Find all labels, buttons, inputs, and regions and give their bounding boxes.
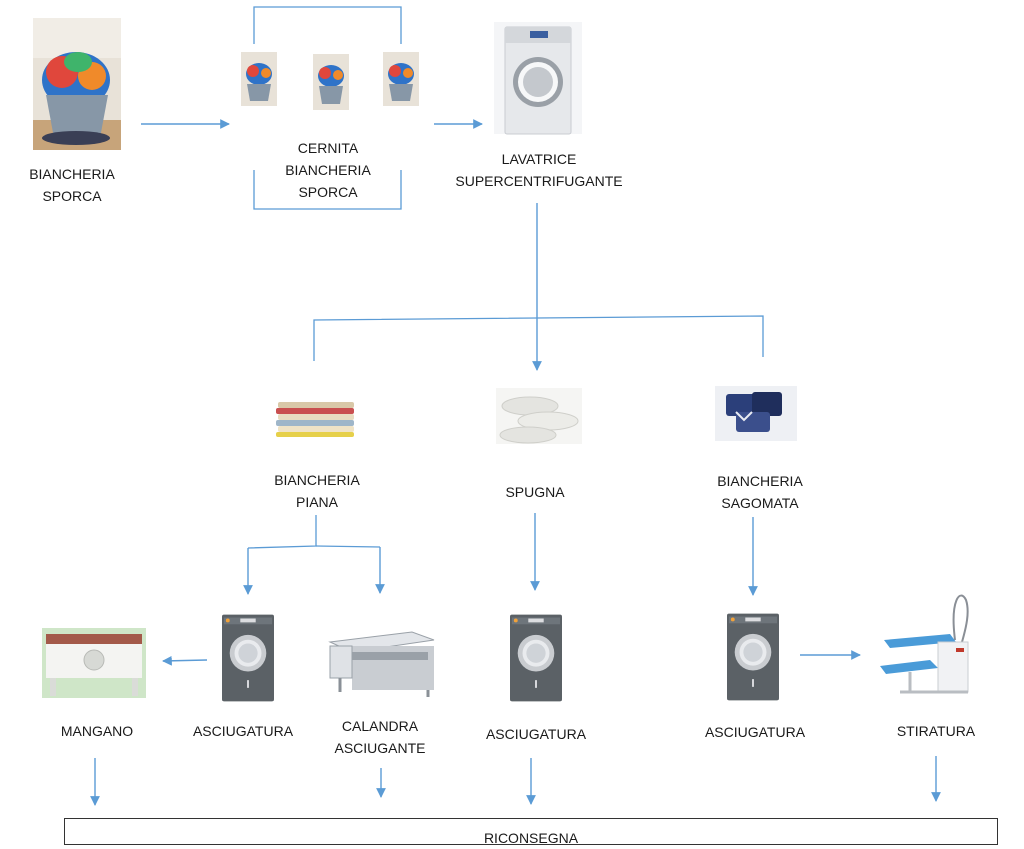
label-ironer: CALANDRA ASCIUGANTE	[334, 718, 426, 756]
mangle-icon	[42, 628, 146, 698]
final-step-label: RICONSEGNA	[483, 830, 579, 845]
label-dryer-3: ASCIUGATURA	[704, 724, 806, 740]
final-step-box: RICONSEGNA	[64, 818, 998, 845]
label-dryer-1: ASCIUGATURA	[192, 723, 294, 739]
towels-icon	[496, 388, 582, 444]
laundry-basket-icon	[313, 54, 349, 110]
shirts-icon	[715, 386, 797, 441]
laundry-basket-icon	[383, 52, 419, 106]
flow-arrows	[90, 756, 941, 806]
label-terry: SPUGNA	[505, 484, 565, 500]
label-shaped-linen: BIANCHERIA SAGOMATA	[717, 473, 803, 511]
sorting-baskets	[241, 52, 419, 110]
flow-arrows	[162, 513, 861, 666]
label-sorting: CERNITA BIANCHERIA SPORCA	[285, 140, 371, 200]
label-dryer-2: ASCIUGATURA	[485, 726, 587, 742]
folded-linen-icon	[276, 402, 354, 437]
flatwork-ironer-icon	[328, 631, 435, 697]
label-flat-linen: BIANCHERIA PIANA	[274, 472, 360, 510]
label-washer: LAVATRICE SUPERCENTRIFUGANTE	[455, 151, 623, 189]
label-dirty-laundry: BIANCHERIA SPORCA	[29, 166, 115, 204]
label-ironing: STIRATURA	[896, 723, 976, 739]
laundry-basket-icon	[241, 52, 277, 106]
dryer-icon	[727, 613, 779, 701]
dryer-icon	[510, 614, 562, 702]
flow-arrows	[141, 119, 542, 371]
dryer-icon	[222, 614, 274, 702]
washing-machine-icon	[494, 22, 582, 135]
ironing-table-icon	[880, 594, 969, 694]
sorting-bracket	[253, 6, 402, 210]
category-bracket	[313, 315, 764, 361]
laundry-basket-icon	[33, 18, 121, 150]
label-mangle: MANGANO	[60, 723, 134, 739]
